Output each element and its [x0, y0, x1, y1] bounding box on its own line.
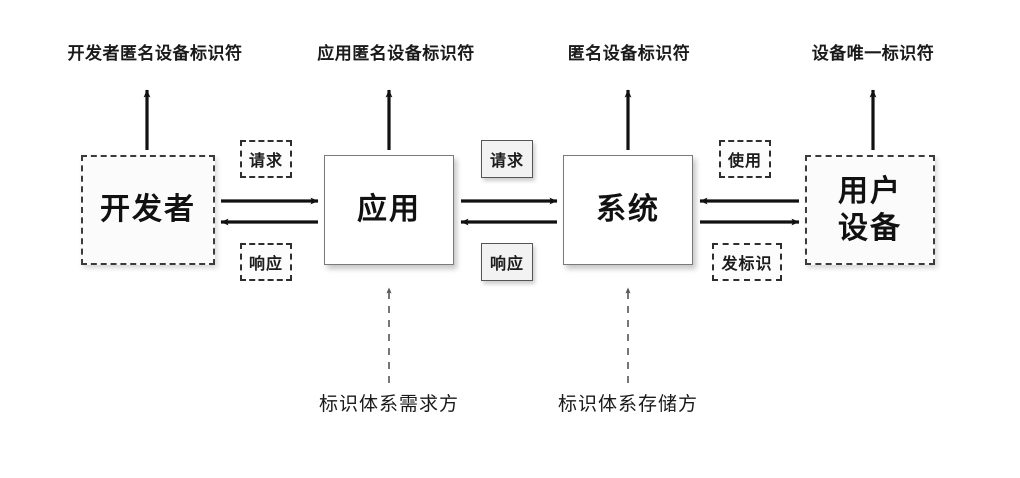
- edge-label-issue-identifier: 发标识: [712, 243, 782, 281]
- caption-app-anon-id: 应用匿名设备标识符: [317, 44, 475, 63]
- edge-label-request-developer-app: 请求: [240, 140, 292, 178]
- caption-device-unique-id: 设备唯一标识符: [811, 44, 935, 63]
- caption-identifier-storer: 标识体系存储方: [557, 394, 699, 415]
- edge-label-request-app-system: 请求: [481, 140, 533, 178]
- node-developer[interactable]: 开发者: [81, 155, 215, 265]
- node-user-device[interactable]: 用户 设备: [805, 155, 935, 265]
- node-application[interactable]: 应用: [324, 155, 454, 265]
- caption-identifier-requester: 标识体系需求方: [318, 394, 460, 415]
- edge-label-use: 使用: [719, 140, 771, 178]
- edge-label-response-system-app: 响应: [481, 243, 533, 281]
- edge-label-response-app-developer: 响应: [240, 243, 292, 281]
- caption-developer-anon-id: 开发者匿名设备标识符: [67, 44, 243, 63]
- node-system[interactable]: 系统: [563, 155, 693, 265]
- caption-anon-id: 匿名设备标识符: [567, 44, 691, 63]
